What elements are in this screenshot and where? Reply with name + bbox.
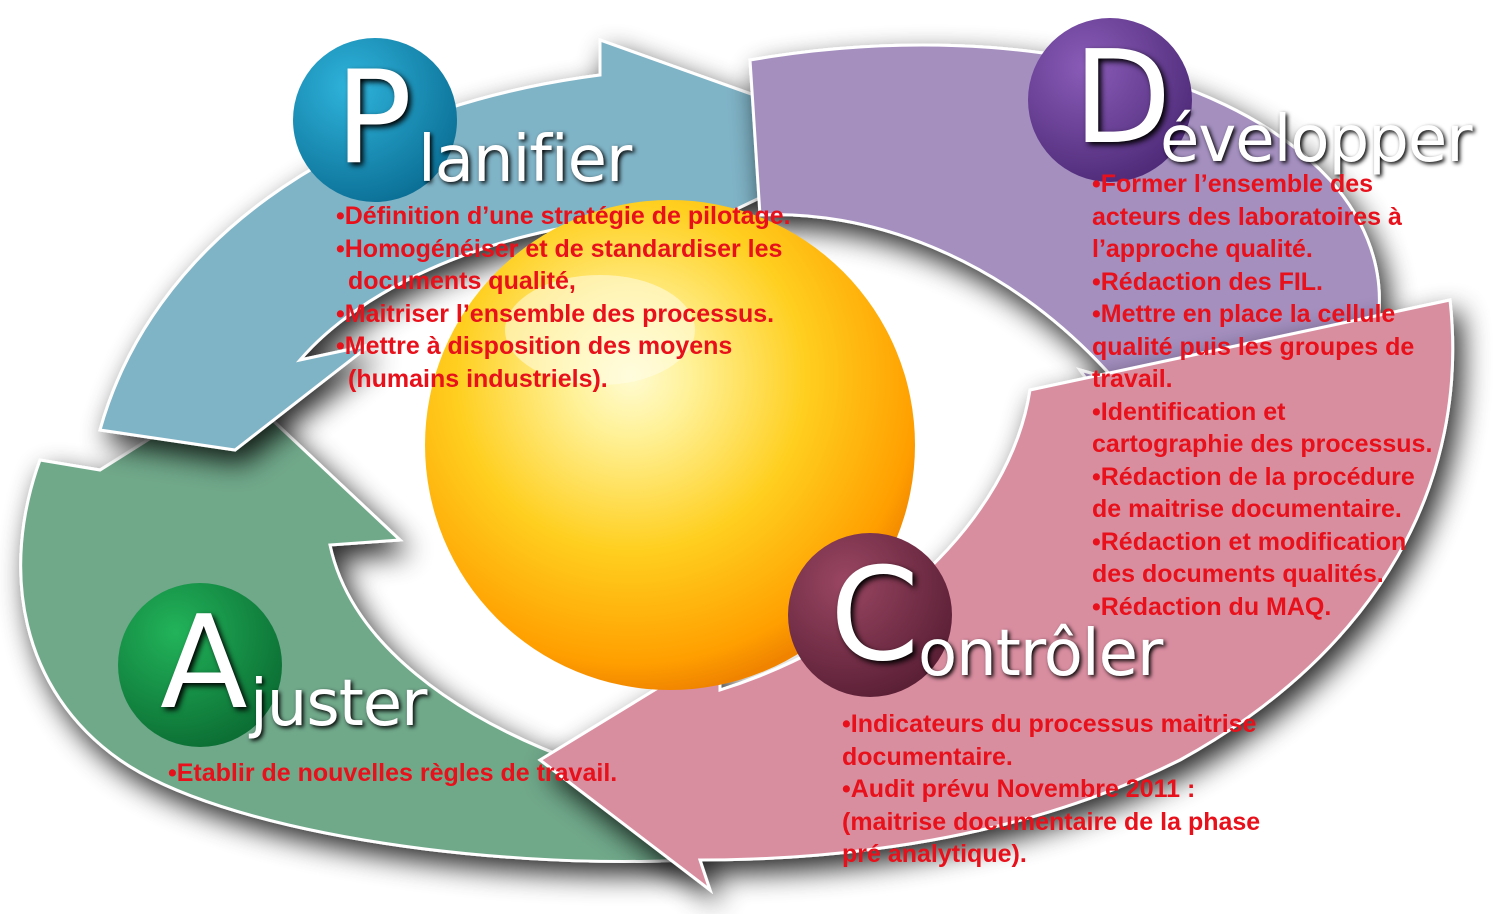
bullet-item: de maitrise documentaire. (1092, 495, 1402, 523)
bullet-item: •Former l’ensemble des (1092, 170, 1374, 198)
bullet-item: •Mettre à disposition des moyens (336, 332, 733, 360)
planifier-letter-circle (293, 38, 457, 202)
developper-title: évelopper (1160, 103, 1472, 177)
bullet-item: documents qualité, (348, 267, 576, 295)
bullet-item: •Identification et (1092, 397, 1286, 426)
developper-letter: D (1073, 24, 1172, 173)
bullet-item: •Homogénéiser et de standardiser les (336, 234, 783, 263)
bullet-item: travail. (1092, 365, 1173, 393)
bullet-item: cartographie des processus. (1092, 430, 1433, 458)
bullet-item: des documents qualités. (1092, 560, 1384, 588)
developper-bullets: •Former l’ensemble des acteurs des labor… (1092, 168, 1432, 623)
ajuster-letter: A (160, 589, 248, 738)
bullet-item: •Rédaction de la procédure (1092, 462, 1415, 491)
bullet-item: pré analytique). (842, 840, 1027, 868)
planifier-bullets: •Définition d’une stratégie de pilotage.… (336, 200, 791, 395)
controler-bullets: •Indicateurs du processus maitrise docum… (842, 708, 1260, 871)
planifier-arrow (98, 37, 884, 452)
controler-letter-circle (788, 533, 952, 697)
bullet-item: •Etablir de nouvelles règles de travail. (168, 759, 618, 787)
ajuster-bullets: •Etablir de nouvelles règles de travail. (168, 757, 617, 790)
bullet-item: •Définition d’une stratégie de pilotage. (336, 202, 791, 230)
sphere-highlight (505, 275, 695, 385)
ajuster-letter-circle (118, 583, 282, 747)
bullet-item: •Indicateurs du processus maitrise (842, 710, 1257, 738)
bullet-item: (maitrise documentaire de la phase (842, 807, 1261, 836)
bullet-item: (humains industriels). (348, 364, 608, 393)
bullet-item: •Maitriser l’ensemble des processus. (336, 299, 775, 328)
bullet-item: •Rédaction des FIL. (1092, 267, 1324, 296)
bullet-item: •Mettre en place la cellule (1092, 300, 1396, 328)
bullet-item: •Rédaction du MAQ. (1092, 592, 1332, 621)
controler-letter: C (830, 541, 920, 690)
controler-title: ontrôler (918, 617, 1163, 691)
developper-letter-circle (1028, 18, 1192, 182)
bullet-item: qualité puis les groupes de (1092, 332, 1415, 361)
bullet-item: acteurs des laboratoires à (1092, 202, 1402, 231)
bullet-item: l’approche qualité. (1092, 235, 1313, 263)
ajuster-title: juster (250, 667, 427, 741)
planifier-letter: P (335, 44, 413, 193)
bullet-item: documentaire. (842, 742, 1013, 771)
bullet-item: •Audit prévu Novembre 2011 : (842, 775, 1196, 803)
bullet-item: •Rédaction et modification (1092, 527, 1407, 556)
planifier-title: lanifier (418, 123, 632, 197)
